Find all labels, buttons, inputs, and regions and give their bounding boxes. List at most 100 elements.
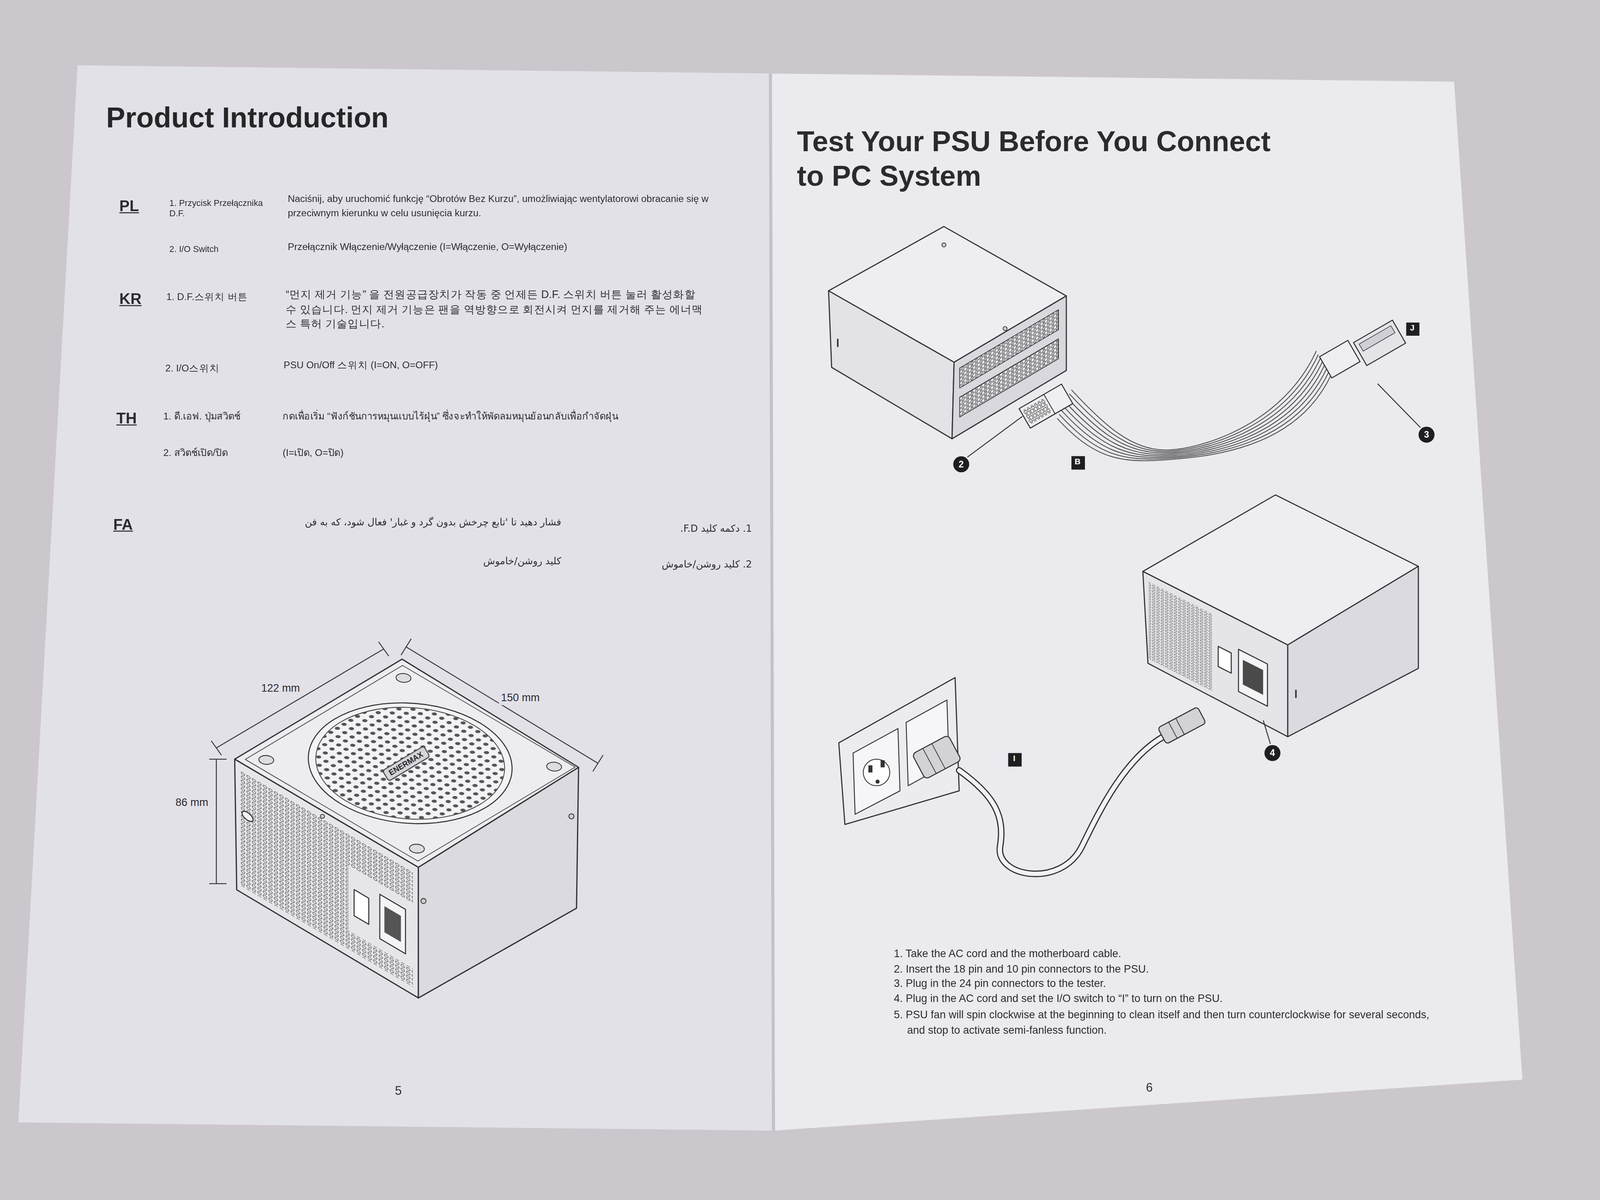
dimension-lines — [209, 638, 604, 884]
psu-side — [828, 290, 954, 439]
left-page — [18, 65, 774, 1131]
callout-text: I — [1013, 755, 1016, 764]
page-fold — [770, 73, 774, 1131]
dim-tick — [211, 740, 222, 756]
psu-tester — [1353, 320, 1406, 366]
cable-wires — [1057, 351, 1331, 462]
io-switch — [353, 889, 369, 925]
callout-letter: B — [1071, 455, 1085, 469]
wire — [1057, 376, 1331, 462]
screw — [543, 760, 565, 773]
power-cord — [959, 736, 1164, 875]
dim-tick — [378, 641, 389, 656]
socket-hole — [868, 765, 873, 773]
power-cord — [959, 736, 1164, 875]
leader-line — [1263, 720, 1271, 744]
page-number: 6 — [1146, 1080, 1153, 1097]
screw — [255, 753, 277, 766]
dimension-label: 150 mm — [498, 690, 542, 705]
screw — [406, 842, 428, 855]
screw — [941, 242, 946, 247]
screw — [421, 898, 427, 904]
item-description: (I=เปิด, O=ปิด) — [282, 446, 344, 460]
psu-front — [234, 759, 419, 999]
psu-with-cable — [828, 226, 1421, 461]
side-mark — [836, 338, 839, 348]
item-name: 1. دکمه کلید F.D. — [680, 522, 752, 536]
wire — [1065, 361, 1323, 455]
socket-hole — [880, 760, 885, 768]
dim-tick — [209, 883, 227, 885]
psu-back — [1142, 571, 1288, 737]
ac-inlet-core — [384, 905, 402, 942]
callout-number: 3 — [1418, 426, 1435, 443]
ac-inlet-core — [1242, 659, 1264, 695]
language-code: FA — [113, 514, 133, 535]
callout-text: J — [1409, 324, 1415, 333]
dim-tick — [209, 758, 227, 760]
item-description: کلید روشن/خاموش — [483, 555, 562, 568]
right-page — [769, 73, 1523, 1131]
callout-letter: J — [1405, 321, 1419, 335]
item-name: 2. I/O Switch — [169, 244, 219, 256]
leader-line — [967, 416, 1023, 458]
item-description: กดเพื่อเริ่ม “ฟังก์ชันการหมุนแบบไร้ฝุ่น”… — [282, 410, 618, 424]
psu-side — [418, 767, 579, 999]
psu-side-connector — [1019, 384, 1073, 429]
socket-face — [863, 759, 890, 786]
tester-top — [1359, 325, 1395, 352]
psu-side — [1287, 566, 1419, 737]
io-switch — [1218, 646, 1232, 674]
front-mesh — [240, 770, 413, 987]
step-text: 2. Insert the 18 pin and 10 pin connecto… — [894, 961, 1450, 976]
iec-plug — [1157, 706, 1207, 745]
ac-inlet — [1238, 649, 1268, 706]
callout-text: B — [1074, 458, 1081, 467]
callout-text: 2 — [958, 459, 964, 469]
item-name: 2. کلید روشن/خاموش — [661, 558, 752, 572]
callout-text: 3 — [1423, 430, 1429, 440]
wire — [1061, 369, 1327, 458]
callout-number: 2 — [953, 455, 970, 473]
step-text: 5. PSU fan will spin clockwise at the be… — [894, 1006, 1450, 1038]
callout-number: 4 — [1264, 744, 1281, 762]
dimension-label: 122 mm — [259, 681, 302, 696]
page-number: 5 — [394, 1083, 402, 1100]
screw — [320, 814, 325, 819]
panel-clear — [348, 865, 413, 969]
plug-grip — [1168, 722, 1178, 739]
screw — [392, 671, 414, 685]
step-text: 3. Plug in the 24 pin connectors to the … — [894, 976, 1450, 991]
dim-line — [405, 646, 598, 764]
callout-text: 4 — [1269, 748, 1275, 758]
language-code: TH — [116, 408, 137, 429]
wall-plug — [911, 734, 962, 780]
dimension-label: 86 mm — [173, 796, 211, 810]
atx-connector — [1319, 340, 1360, 379]
language-code: PL — [119, 196, 139, 216]
plug-grip — [1175, 718, 1185, 735]
screw — [1003, 326, 1008, 331]
item-description: PSU On/Off 스위치 (I=ON, O=OFF) — [283, 359, 439, 372]
step-text: 4. Plug in the AC cord and set the I/O s… — [894, 992, 1450, 1006]
callout-circle — [953, 456, 970, 473]
plug-grip — [931, 743, 946, 770]
leader-line — [1377, 383, 1421, 428]
connector-pins — [1022, 398, 1052, 425]
plug-grip — [923, 748, 937, 774]
side-mark — [1295, 689, 1297, 699]
callout-letter: I — [1007, 752, 1021, 766]
callout-circle — [1418, 426, 1435, 443]
page-heading: Test Your PSU Before You Connect to PC S… — [796, 124, 1277, 194]
item-description: Naciśnij, aby uruchomić funkcję “Obrotów… — [287, 191, 712, 220]
psu-drawing — [234, 659, 579, 999]
item-name: 2. สวิตช์เปิด/ปิด — [163, 446, 228, 460]
item-name: 1. ดี.เอฟ. ปุ่มสวิตช์ — [163, 410, 241, 424]
item-description: “먼지 제거 기능” 을 전원공급장치가 작동 중 언제든 D.F. 스위치 버… — [285, 286, 704, 332]
dim-tick — [592, 755, 604, 772]
df-button — [242, 809, 254, 824]
item-name: 1. Przycisk Przełącznika D.F. — [169, 198, 268, 219]
back-mesh — [1148, 581, 1213, 692]
dim-tick — [401, 638, 412, 656]
